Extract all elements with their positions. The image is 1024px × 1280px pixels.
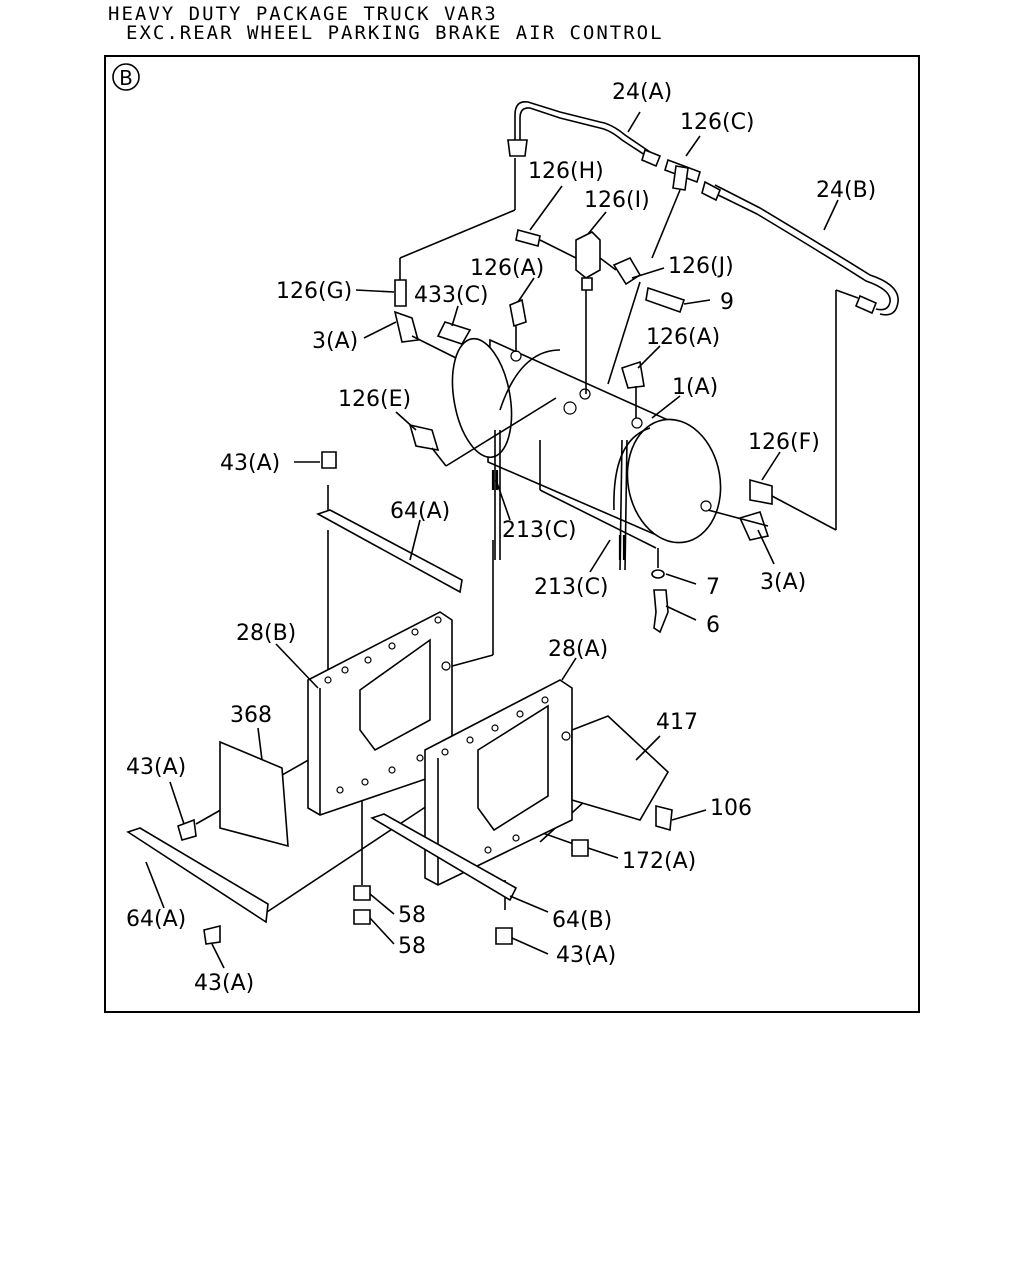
callout-64b: 64(B) xyxy=(552,908,612,933)
callout-3a-lower: 3(A) xyxy=(760,570,806,595)
connector-126e xyxy=(408,423,440,452)
callout-58-lower: 58 xyxy=(398,934,426,959)
callout-9: 9 xyxy=(720,290,734,315)
elbow-126a-upper xyxy=(509,298,527,328)
nut-172a xyxy=(571,839,589,857)
callout-368: 368 xyxy=(230,703,272,728)
callout-126h: 126(H) xyxy=(528,159,604,184)
bolt-43a-bottom-right xyxy=(495,927,513,945)
callout-7: 7 xyxy=(706,575,720,600)
view-marker: B xyxy=(112,63,140,91)
elbow-126j xyxy=(612,256,642,286)
nut-58-upper xyxy=(353,885,371,901)
diagram-title-line-1: HEAVY DUTY PACKAGE TRUCK VAR3 xyxy=(108,3,498,25)
callout-213c-right: 213(C) xyxy=(534,575,609,600)
callout-43a-left: 43(A) xyxy=(126,755,186,780)
diagram-title-line-2: EXC.REAR WHEEL PARKING BRAKE AIR CONTROL xyxy=(126,22,664,44)
bracket-28b xyxy=(307,611,453,816)
elbow-3a-lower xyxy=(738,511,770,541)
callout-64a-upper: 64(A) xyxy=(390,499,450,524)
callout-24a: 24(A) xyxy=(612,80,672,105)
callout-126i: 126(I) xyxy=(584,188,650,213)
air-tank xyxy=(451,337,722,549)
bolt-43a-bottom xyxy=(203,924,221,945)
callout-126g: 126(G) xyxy=(276,279,352,304)
label-plate-433c xyxy=(436,321,472,345)
callout-6: 6 xyxy=(706,613,720,638)
callout-labels: 24(A) 126(C) 24(B) 126(H) 126(I) 126(J) … xyxy=(126,80,876,996)
tank-strap xyxy=(491,430,628,571)
callout-43a-bottom: 43(A) xyxy=(194,971,254,996)
callout-28b: 28(B) xyxy=(236,621,296,646)
callout-213c-left: 213(C) xyxy=(502,518,577,543)
callout-64a-lower: 64(A) xyxy=(126,907,186,932)
callout-58-upper: 58 xyxy=(398,903,426,928)
callout-leaders xyxy=(145,111,839,969)
bolt-43a-top xyxy=(321,451,337,469)
callout-126j: 126(J) xyxy=(668,254,734,279)
svg-text:B: B xyxy=(119,66,133,90)
air-pipe xyxy=(507,100,899,316)
callout-126a-upper: 126(A) xyxy=(470,256,544,281)
callout-43a-top: 43(A) xyxy=(220,451,280,476)
diagram-frame xyxy=(104,55,920,1013)
callout-126f: 126(F) xyxy=(748,430,820,455)
bolt-106 xyxy=(655,804,673,832)
bolt-43a-left xyxy=(177,818,197,841)
callout-3a-upper: 3(A) xyxy=(312,329,358,354)
drain-cock-6 xyxy=(653,589,669,634)
callout-172a: 172(A) xyxy=(622,849,696,874)
cross-member-64a-upper xyxy=(316,509,463,594)
washer-7 xyxy=(651,569,665,579)
tee-fitting-126c xyxy=(664,158,701,191)
plate-368 xyxy=(219,740,289,848)
callout-1a: 1(A) xyxy=(672,375,718,400)
bracket-28a xyxy=(424,679,573,886)
callout-126c: 126(C) xyxy=(680,110,755,135)
callout-28a: 28(A) xyxy=(548,637,608,662)
plate-417 xyxy=(571,715,670,821)
callout-106: 106 xyxy=(710,796,752,821)
connector-126h xyxy=(515,229,541,247)
callout-126e: 126(E) xyxy=(338,387,411,412)
cross-member-64b xyxy=(370,813,518,902)
cross-member-64a-lower xyxy=(126,827,269,924)
valve-9 xyxy=(645,286,686,314)
callout-433c: 433(C) xyxy=(414,283,489,308)
nut-58-lower xyxy=(353,909,371,925)
junction-block-126i xyxy=(575,231,601,291)
callout-43a-bottom-right: 43(A) xyxy=(556,943,616,968)
callout-417: 417 xyxy=(656,710,698,735)
callout-24b: 24(B) xyxy=(816,178,876,203)
elbow-3a-upper xyxy=(393,310,420,343)
connector-126f xyxy=(749,478,773,505)
callout-126a-lower: 126(A) xyxy=(646,325,720,350)
connector-126g xyxy=(394,279,407,307)
